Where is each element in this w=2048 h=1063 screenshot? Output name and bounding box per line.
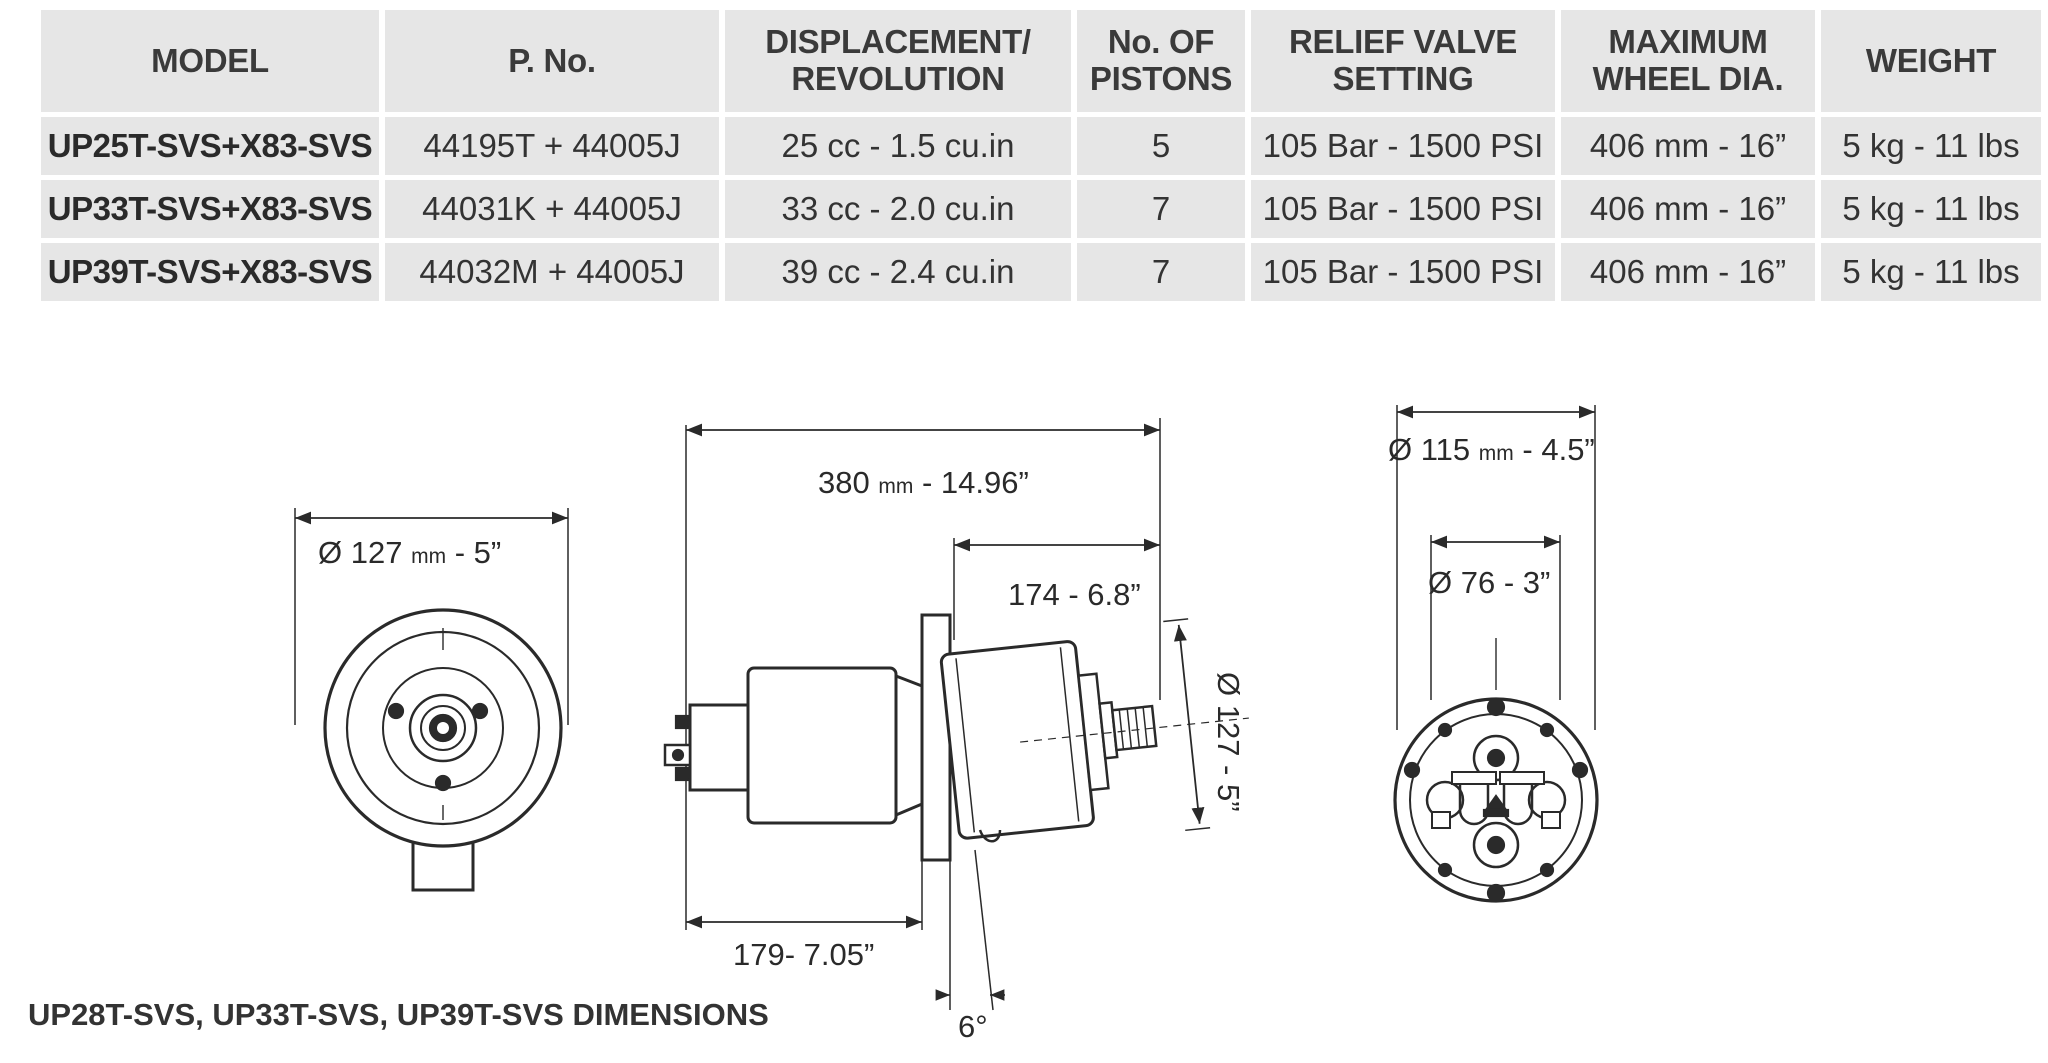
front-diameter-label: Ø 127: [318, 535, 402, 570]
row3-displacement: 39 cc - 2.4 cu.in: [725, 243, 1071, 301]
rear-diameter-unit: mm: [1479, 442, 1514, 465]
header-pistons: No. OF PISTONS: [1077, 10, 1245, 112]
row1-model: UP25T-SVS+X83-SVS: [41, 117, 379, 175]
tilt-angle-label: 6°: [958, 1009, 988, 1044]
header-part-number: P. No.: [385, 10, 719, 112]
header-displacement: DISPLACEMENT/ REVOLUTION: [725, 10, 1071, 112]
row3-relief-valve: 105 Bar - 1500 PSI: [1251, 243, 1555, 301]
overall-length-unit: mm: [878, 475, 913, 498]
row1-relief-valve: 105 Bar - 1500 PSI: [1251, 117, 1555, 175]
row1-weight: 5 kg - 11 lbs: [1821, 117, 2041, 175]
header-model: MODEL: [41, 10, 379, 112]
row3-wheel-diameter: 406 mm - 16”: [1561, 243, 1815, 301]
row2-relief-valve: 105 Bar - 1500 PSI: [1251, 180, 1555, 238]
body-length-label: 179- 7.05”: [733, 937, 874, 972]
overall-length-value: 380: [818, 465, 870, 500]
bolt-circle-diameter-label: Ø 76 - 3”: [1428, 565, 1550, 600]
row1-part-number: 44195T + 44005J: [385, 117, 719, 175]
row3-part-number: 44032M + 44005J: [385, 243, 719, 301]
row3-weight: 5 kg - 11 lbs: [1821, 243, 2041, 301]
front-diameter-unit: mm: [411, 545, 446, 568]
row2-displacement: 33 cc - 2.0 cu.in: [725, 180, 1071, 238]
row1-displacement: 25 cc - 1.5 cu.in: [725, 117, 1071, 175]
row2-weight: 5 kg - 11 lbs: [1821, 180, 2041, 238]
row2-model: UP33T-SVS+X83-SVS: [41, 180, 379, 238]
row3-model: UP39T-SVS+X83-SVS: [41, 243, 379, 301]
svg-text:Ø 127 mm - 5”: Ø 127 mm - 5”: [318, 535, 501, 570]
svg-text:Ø 115 mm - 4.5”: Ø 115 mm - 4.5”: [1388, 432, 1595, 467]
svg-text:380 mm - 14.96”: 380 mm - 14.96”: [818, 465, 1029, 500]
front-view: [294, 508, 569, 892]
overall-length-inches: - 14.96”: [922, 465, 1029, 500]
diagram-caption: UP28T-SVS, UP33T-SVS, UP39T-SVS DIMENSIO…: [28, 997, 769, 1032]
rear-view: [1393, 405, 1599, 903]
row2-part-number: 44031K + 44005J: [385, 180, 719, 238]
row2-wheel-diameter: 406 mm - 16”: [1561, 180, 1815, 238]
header-weight: WEIGHT: [1821, 10, 2041, 112]
rear-diameter-label: Ø 115: [1388, 432, 1470, 467]
row1-wheel-diameter: 406 mm - 16”: [1561, 117, 1815, 175]
header-relief-valve: RELIEF VALVE SETTING: [1251, 10, 1555, 112]
housing-diameter-label: Ø 127 - 5”: [1211, 672, 1246, 812]
row2-pistons: 7: [1077, 180, 1245, 238]
row1-pistons: 5: [1077, 117, 1245, 175]
specification-table: MODEL P. No. DISPLACEMENT/ REVOLUTION No…: [41, 10, 2041, 301]
side-view: [663, 418, 1249, 1011]
shaft-length-label: 174 - 6.8”: [1008, 577, 1141, 612]
rear-diameter-inches: - 4.5”: [1522, 432, 1594, 467]
front-diameter-inches: - 5”: [455, 535, 502, 570]
row3-pistons: 7: [1077, 243, 1245, 301]
header-wheel-diameter: MAXIMUM WHEEL DIA.: [1561, 10, 1815, 112]
